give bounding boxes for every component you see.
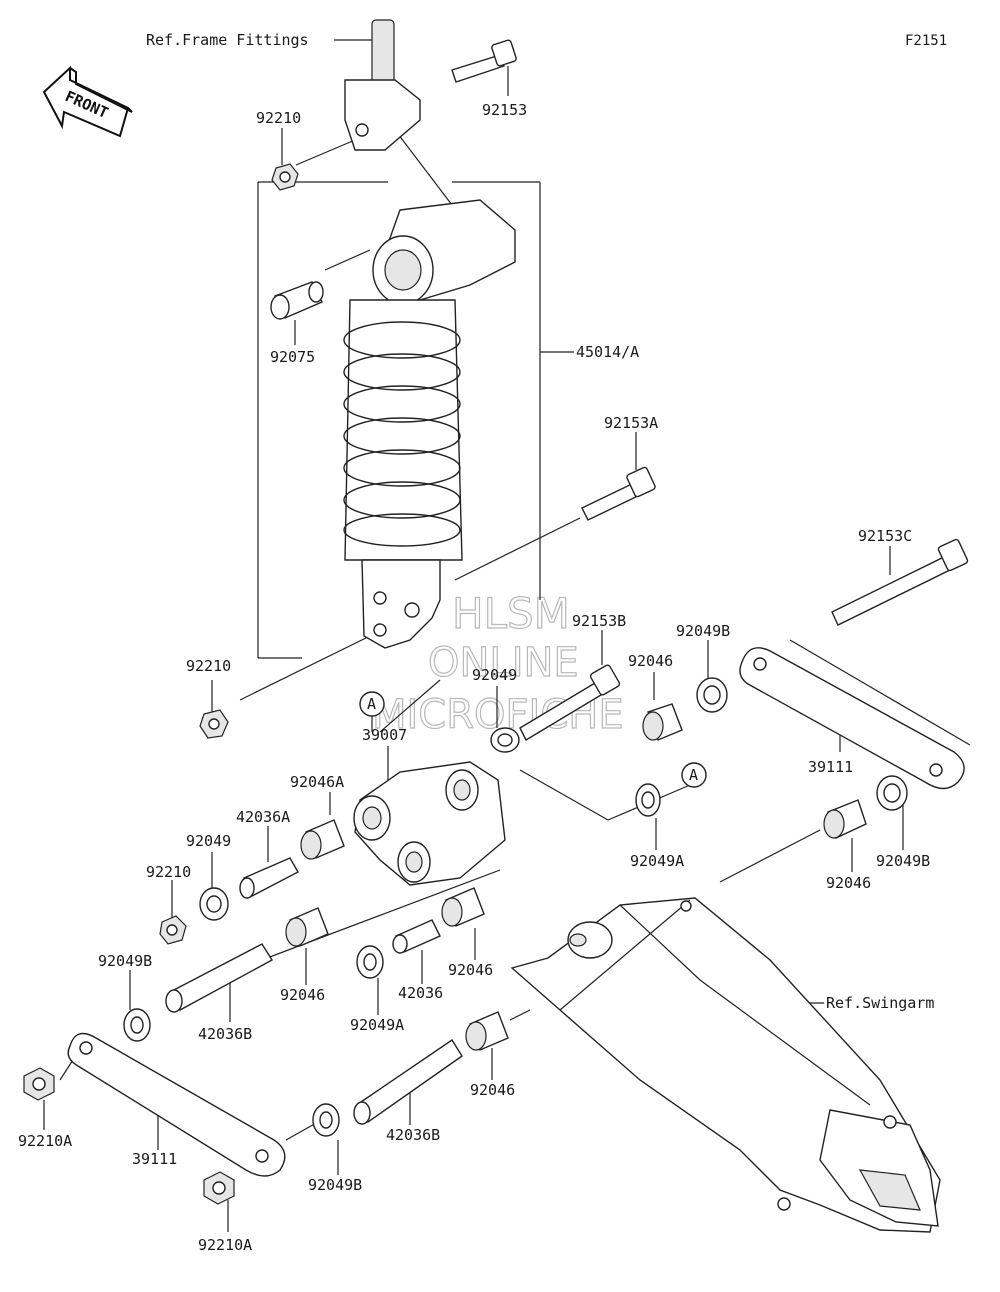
collar-42036a-part bbox=[239, 857, 299, 899]
part-labels: Ref.Frame Fittings 92153 92210 92075 450… bbox=[18, 31, 934, 1254]
washer-92049a-right-part bbox=[635, 783, 661, 817]
washer-92049b-top-part bbox=[696, 677, 728, 713]
part-label-92046-right: 92046 bbox=[826, 874, 871, 892]
rocker-arm-39007-part bbox=[353, 761, 506, 886]
part-label-45014a: 45014/A bbox=[576, 343, 639, 361]
washer-92049a-low-part bbox=[356, 945, 384, 979]
frame-fitting-part bbox=[344, 19, 421, 151]
ref-swingarm-label: Ref.Swingarm bbox=[826, 994, 934, 1012]
part-label-92049a-right: 92049A bbox=[630, 852, 684, 870]
front-arrow-icon: FRONT bbox=[42, 65, 133, 138]
callout-a-right-label: A bbox=[689, 766, 698, 784]
part-label-92210a-left: 92210A bbox=[18, 1132, 72, 1150]
tie-rod-39111-left-part bbox=[67, 1032, 286, 1177]
washer-92049b-low-part bbox=[312, 1103, 340, 1137]
part-label-39007: 39007 bbox=[362, 726, 407, 744]
watermark: HLSM ONLINE MICROFICHE bbox=[371, 588, 624, 738]
bearing-92046-c2-part bbox=[441, 887, 485, 927]
part-label-92210a-low: 92210A bbox=[198, 1236, 252, 1254]
bolt-92153c-part bbox=[831, 538, 969, 626]
bearing-92046-c1-part bbox=[285, 907, 329, 947]
part-label-92153: 92153 bbox=[482, 101, 527, 119]
watermark-line1: HLSM bbox=[452, 589, 570, 638]
part-label-92210-left: 92210 bbox=[146, 863, 191, 881]
collar-42036-part bbox=[392, 919, 441, 954]
part-label-92049b-top: 92049B bbox=[676, 622, 730, 640]
shock-absorber-part bbox=[343, 199, 516, 649]
callout-a-top-label: A bbox=[367, 695, 376, 713]
nut-92210a-low-part bbox=[203, 1171, 235, 1205]
part-label-92046-low: 92046 bbox=[470, 1081, 515, 1099]
part-label-42036b-left: 42036B bbox=[198, 1025, 252, 1043]
watermark-line2: ONLINE bbox=[428, 640, 579, 686]
bushing-92075-part bbox=[270, 281, 324, 320]
washer-92049b-right-part bbox=[876, 775, 908, 811]
part-label-92046-c1: 92046 bbox=[280, 986, 325, 1004]
part-label-42036a: 42036A bbox=[236, 808, 290, 826]
part-label-92049-mid: 92049 bbox=[472, 666, 517, 684]
nut-92210a-left-part bbox=[23, 1067, 55, 1101]
ref-frame-fittings-label: Ref.Frame Fittings bbox=[146, 31, 309, 49]
part-label-92049b-left: 92049B bbox=[98, 952, 152, 970]
washer-92049-mid-part bbox=[490, 727, 520, 753]
part-label-92049b-right: 92049B bbox=[876, 852, 930, 870]
tie-rod-39111-right-part bbox=[739, 647, 965, 790]
part-label-92049a-low: 92049A bbox=[350, 1016, 404, 1034]
collar-42036b-left-part bbox=[165, 943, 273, 1013]
washer-92049b-left-part bbox=[123, 1008, 151, 1042]
part-label-42036: 42036 bbox=[398, 984, 443, 1002]
bearing-92046-mid-part bbox=[642, 703, 683, 741]
washer-92049-left-part bbox=[199, 887, 229, 921]
callout-a-top: A bbox=[359, 691, 385, 717]
swingarm-part bbox=[510, 897, 941, 1233]
parts: A A bbox=[23, 19, 969, 1233]
part-label-92046-mid: 92046 bbox=[628, 652, 673, 670]
bolt-92153b-part bbox=[519, 664, 621, 741]
part-label-92153c: 92153C bbox=[858, 527, 912, 545]
bearing-92046a-part bbox=[300, 819, 345, 860]
part-label-92210-top: 92210 bbox=[256, 109, 301, 127]
figure-id: F2151 bbox=[905, 33, 947, 49]
part-label-92049-left: 92049 bbox=[186, 832, 231, 850]
part-label-92046-c2: 92046 bbox=[448, 961, 493, 979]
nut-92210-top-part bbox=[271, 163, 299, 191]
part-label-92153b: 92153B bbox=[572, 612, 626, 630]
part-label-92046a: 92046A bbox=[290, 773, 344, 791]
bolt-92153-part bbox=[451, 39, 517, 83]
bolt-92153a-part bbox=[581, 466, 656, 521]
bearing-92046-right-part bbox=[823, 799, 867, 839]
nut-92210-mid-part bbox=[199, 709, 229, 739]
part-label-92210-mid: 92210 bbox=[186, 657, 231, 675]
part-label-39111-right: 39111 bbox=[808, 758, 853, 776]
part-label-92049b-low: 92049B bbox=[308, 1176, 362, 1194]
nut-92210-left-part bbox=[159, 915, 187, 945]
collar-42036b-low-part bbox=[353, 1039, 463, 1125]
part-label-92153a: 92153A bbox=[604, 414, 658, 432]
callout-a-right: A bbox=[681, 762, 707, 788]
part-label-42036b-low: 42036B bbox=[386, 1126, 440, 1144]
part-label-92075: 92075 bbox=[270, 348, 315, 366]
part-label-39111-left: 39111 bbox=[132, 1150, 177, 1168]
bearing-92046-low-part bbox=[465, 1011, 509, 1051]
